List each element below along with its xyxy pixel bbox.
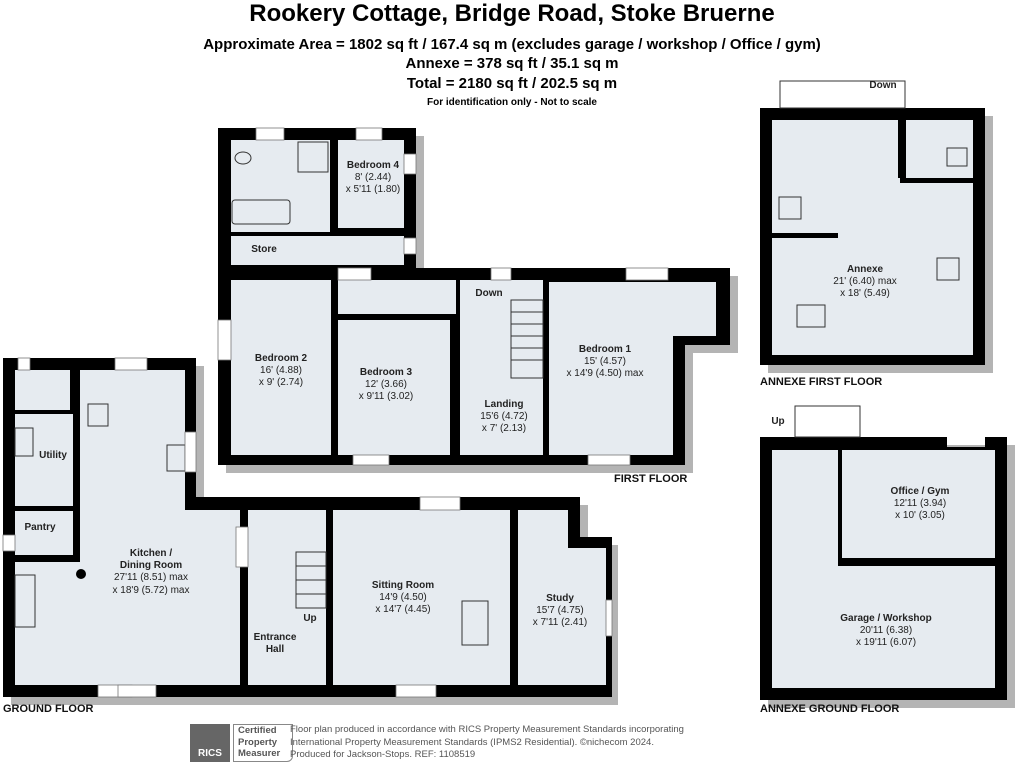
room-dim: x 9'11 (3.02) xyxy=(359,391,414,402)
stairs xyxy=(510,299,544,379)
room-dim: x 14'9 (4.50) max xyxy=(567,368,644,379)
stair-label: Up xyxy=(303,613,316,624)
room-name: Bedroom 4 xyxy=(347,160,400,171)
annexe-area: Annexe = 378 sq ft / 35.1 sq m xyxy=(405,55,619,72)
rics-certified-badge: RICS Certified Property Measurer xyxy=(190,724,293,762)
stair-label: Up xyxy=(771,416,784,427)
utility-sink xyxy=(14,427,34,457)
room-dim: 21' (6.40) max xyxy=(833,276,897,287)
ground-floor-plan: Utility Pantry Kitchen / Dining Room 27'… xyxy=(2,357,618,715)
room-dim: 16' (4.88) xyxy=(260,365,302,376)
room-dim: x 18' (5.49) xyxy=(840,288,890,299)
bedroom-3 xyxy=(338,320,450,455)
room-dim: x 5'11 (1.80) xyxy=(346,184,401,195)
disclaimer: For identification only - Not to scale xyxy=(426,97,597,108)
pantry xyxy=(15,511,73,555)
room-dim: x 9' (2.74) xyxy=(259,377,303,388)
toilet xyxy=(234,151,252,165)
badge-line: Property xyxy=(238,736,278,748)
study xyxy=(518,510,606,685)
rics-logo: RICS xyxy=(190,724,230,762)
wardrobe xyxy=(655,340,673,450)
footer-disclaimer: Floor plan produced in accordance with R… xyxy=(290,724,684,762)
room-dim: 14'9 (4.50) xyxy=(379,592,427,603)
room-dim: x 19'11 (6.07) xyxy=(856,637,916,648)
badge-line: Certified xyxy=(238,725,277,736)
bedroom-1 xyxy=(549,282,716,455)
bath xyxy=(231,199,291,225)
floor-plan: Bedroom 4 8' (2.44) x 5'11 (1.80) Store … xyxy=(2,80,1015,715)
stairs xyxy=(794,405,861,438)
room-dim: 15'6 (4.72) xyxy=(480,411,528,422)
landing xyxy=(460,280,543,455)
bedroom-4 xyxy=(338,140,404,228)
fireplace xyxy=(461,600,489,646)
room-name: Study xyxy=(546,593,574,604)
room-name: Utility xyxy=(39,450,67,461)
stairs xyxy=(295,551,327,609)
stair-label: Down xyxy=(869,80,896,91)
room-name: Bedroom 3 xyxy=(360,367,413,378)
stair-label: Down xyxy=(475,288,502,299)
room-name: Dining Room xyxy=(120,560,182,571)
first-floor-plan: Bedroom 4 8' (2.44) x 5'11 (1.80) Store … xyxy=(217,127,738,485)
floor-label: GROUND FLOOR xyxy=(3,703,93,715)
room-dim: x 10' (3.05) xyxy=(895,510,945,521)
room-name: Garage / Workshop xyxy=(840,613,932,624)
badge-line: Measurer xyxy=(238,748,281,759)
total-area: Total = 2180 sq ft / 202.5 sq m xyxy=(406,75,618,92)
room-name: Landing xyxy=(485,399,524,410)
room-name: Office / Gym xyxy=(891,486,950,497)
room-dim: x 7'11 (2.41) xyxy=(533,617,588,628)
room-dim: 12'11 (3.94) xyxy=(894,498,946,509)
utility xyxy=(15,414,73,506)
room-name: Bedroom 2 xyxy=(255,353,308,364)
store xyxy=(231,236,404,265)
stove-flue xyxy=(76,569,86,579)
wc xyxy=(15,370,70,410)
hallway xyxy=(338,280,456,314)
range-cooker xyxy=(14,574,36,628)
room-name: Bedroom 1 xyxy=(579,344,632,355)
room-dim: 27'11 (8.51) max xyxy=(114,572,188,583)
bathroom xyxy=(231,140,330,232)
room-dim: 15' (4.57) xyxy=(584,356,626,367)
room-name: Hall xyxy=(266,644,285,655)
footer-line: Floor plan produced in accordance with R… xyxy=(290,724,684,735)
room-dim: 15'7 (4.75) xyxy=(536,605,584,616)
room-dim: x 7' (2.13) xyxy=(482,423,526,434)
room-dim: 20'11 (6.38) xyxy=(860,625,912,636)
room-dim: x 18'9 (5.72) max xyxy=(113,585,190,596)
bedroom-2 xyxy=(231,280,331,455)
plan-title: Rookery Cottage, Bridge Road, Stoke Brue… xyxy=(249,0,775,27)
hob xyxy=(87,403,109,427)
floor-label: FIRST FLOOR xyxy=(614,473,687,485)
stairs xyxy=(779,80,906,109)
room-name: Sitting Room xyxy=(372,580,434,591)
room-dim: 12' (3.66) xyxy=(365,379,407,390)
office-gym xyxy=(842,450,995,558)
area-summary: Approximate Area = 1802 sq ft / 167.4 sq… xyxy=(203,36,821,53)
footer-line: International Property Measurement Stand… xyxy=(290,736,654,748)
footer-line: Produced for Jackson-Stops. REF: 1108519 xyxy=(290,749,476,760)
floor-label: ANNEXE FIRST FLOOR xyxy=(760,376,882,388)
entrance-hall xyxy=(248,510,326,685)
annexe-ground-floor-plan: Up Office / Gym 12'11 (3.94) x 10' (3.05… xyxy=(760,405,1015,715)
room-name: Entrance xyxy=(254,632,297,643)
sitting-room xyxy=(333,510,510,685)
room-name: Annexe xyxy=(847,264,884,275)
floor-label: ANNEXE GROUND FLOOR xyxy=(760,703,899,715)
room-dim: 8' (2.44) xyxy=(355,172,391,183)
room-dim: x 14'7 (4.45) xyxy=(375,604,430,615)
shower xyxy=(297,141,329,173)
annexe-first-floor-plan: Down Annexe 21' (6.40) max x 18' (5.49) … xyxy=(760,80,993,388)
room-name: Pantry xyxy=(24,522,56,533)
room-name: Kitchen / xyxy=(130,548,172,559)
room-name: Store xyxy=(251,244,277,255)
kitchen-dining-room xyxy=(15,370,240,685)
